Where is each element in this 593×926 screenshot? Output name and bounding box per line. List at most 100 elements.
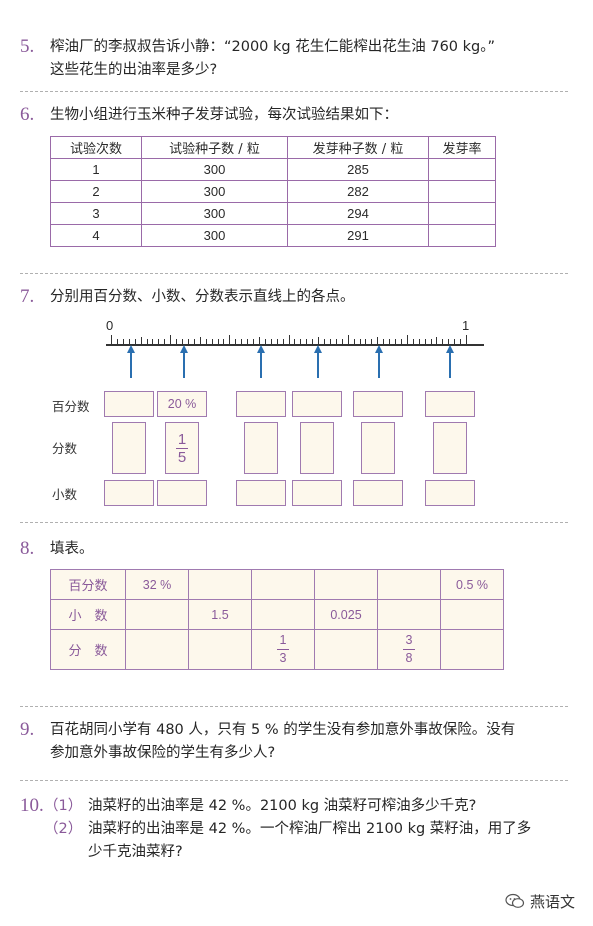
table-row: 小 数 1.5 0.025 (50, 599, 504, 630)
table-cell-blank[interactable] (188, 629, 252, 670)
number-line-tick (418, 339, 420, 344)
table-cell-blank[interactable] (440, 629, 504, 670)
number-line-tick (341, 339, 343, 344)
arrow-up-icon (317, 352, 319, 378)
table-cell-blank[interactable] (428, 224, 496, 247)
table-cell-blank[interactable] (251, 569, 315, 600)
fraction-box[interactable] (433, 422, 467, 474)
number-line-tick (436, 337, 438, 344)
number-line-tick (454, 339, 456, 344)
arrow-up-icon (378, 352, 380, 378)
germination-table: 试验次数 试验种子数 / 粒 发芽种子数 / 粒 发芽率 1 300 285 2… (50, 136, 496, 247)
fraction-box[interactable] (361, 422, 395, 474)
number-line-tick (306, 339, 308, 344)
number-line-tick (371, 339, 373, 344)
number-line-tick (193, 339, 195, 344)
table-cell-blank[interactable] (314, 569, 378, 600)
table-cell-blank[interactable] (428, 202, 496, 225)
number-line-tick (448, 339, 450, 344)
table-cell-blank[interactable] (440, 599, 504, 630)
table-cell-blank[interactable] (251, 599, 315, 630)
number-line-one-label: 1 (462, 318, 470, 333)
number-line-tick (329, 339, 331, 344)
arrow-up-icon (260, 352, 262, 378)
number-line-tick (140, 337, 142, 344)
table-cell-blank[interactable] (377, 599, 441, 630)
percent-box[interactable] (236, 391, 286, 417)
number-line-tick (158, 339, 160, 344)
number-line-tick (406, 335, 408, 344)
question-6-text: 生物小组进行玉米种子发芽试验，每次试验结果如下： (50, 107, 398, 123)
decimal-box[interactable] (157, 480, 207, 506)
number-line-tick (217, 339, 219, 344)
question-8-text: 填表。 (50, 541, 94, 557)
decimal-box[interactable] (104, 480, 154, 506)
table-cell: 285 (287, 158, 429, 181)
percent-box[interactable] (104, 391, 154, 417)
number-line-axis (106, 344, 484, 346)
fraction-numerator: 1 (177, 430, 187, 448)
number-line-tick (288, 335, 290, 344)
number-line-tick (312, 339, 314, 344)
arrow-head-icon (126, 345, 135, 353)
question-5-line2: 这些花生的出油率是多少? (50, 62, 218, 78)
table-cell-blank[interactable] (377, 569, 441, 600)
number-line-tick (211, 339, 213, 344)
fraction-box[interactable] (244, 422, 278, 474)
number-line-tick (122, 339, 124, 344)
row-label: 百分数 (50, 569, 126, 600)
arrow-head-icon (313, 345, 322, 353)
number-line-tick (116, 339, 118, 344)
table-cell-blank[interactable] (188, 569, 252, 600)
number-line-tick (347, 335, 349, 344)
separator (20, 91, 568, 92)
fraction-bar (176, 447, 188, 449)
table-cell: 300 (141, 180, 288, 203)
decimal-box[interactable] (292, 480, 342, 506)
question-number-7: 7. (20, 286, 35, 307)
percent-box-given: 20 % (157, 391, 207, 417)
percent-box[interactable] (353, 391, 403, 417)
table-header: 发芽率 (428, 136, 496, 159)
decimal-box[interactable] (236, 480, 286, 506)
number-line-tick (170, 335, 172, 344)
number-line-tick (270, 339, 272, 344)
table-cell: 291 (287, 224, 429, 247)
fraction-box[interactable] (112, 422, 146, 474)
table-cell-blank[interactable] (428, 158, 496, 181)
percent-box[interactable] (292, 391, 342, 417)
number-line-tick (229, 335, 231, 344)
table-cell: 3 (50, 202, 142, 225)
number-line-tick (412, 339, 414, 344)
separator (20, 273, 568, 274)
number-line-tick (424, 339, 426, 344)
fraction-box[interactable] (300, 422, 334, 474)
number-line-tick (430, 339, 432, 344)
number-line-tick (442, 339, 444, 344)
question-10-part1: 油菜籽的出油率是 42 %。2100 kg 油菜籽可榨油多少千克? (88, 798, 477, 814)
table-cell-blank[interactable] (428, 180, 496, 203)
row-label-decimal: 小数 (52, 487, 78, 502)
table-cell-blank[interactable] (125, 629, 189, 670)
table-cell-blank[interactable] (125, 599, 189, 630)
percent-box[interactable] (425, 391, 475, 417)
fraction-bar (277, 649, 289, 650)
arrow-up-icon (183, 352, 185, 378)
number-line-tick (152, 339, 154, 344)
table-cell: 1 (50, 158, 142, 181)
decimal-box[interactable] (425, 480, 475, 506)
decimal-box[interactable] (353, 480, 403, 506)
number-line-tick (164, 339, 166, 344)
table-cell-blank[interactable] (314, 629, 378, 670)
table-row: 百分数 32 % 0.5 % (50, 569, 504, 600)
table-cell: 0.025 (314, 599, 378, 630)
row-label-percent: 百分数 (52, 399, 90, 414)
number-line-tick (253, 339, 254, 344)
number-line-tick (460, 339, 462, 344)
number-line-tick (389, 339, 391, 344)
number-line-tick (134, 339, 136, 344)
